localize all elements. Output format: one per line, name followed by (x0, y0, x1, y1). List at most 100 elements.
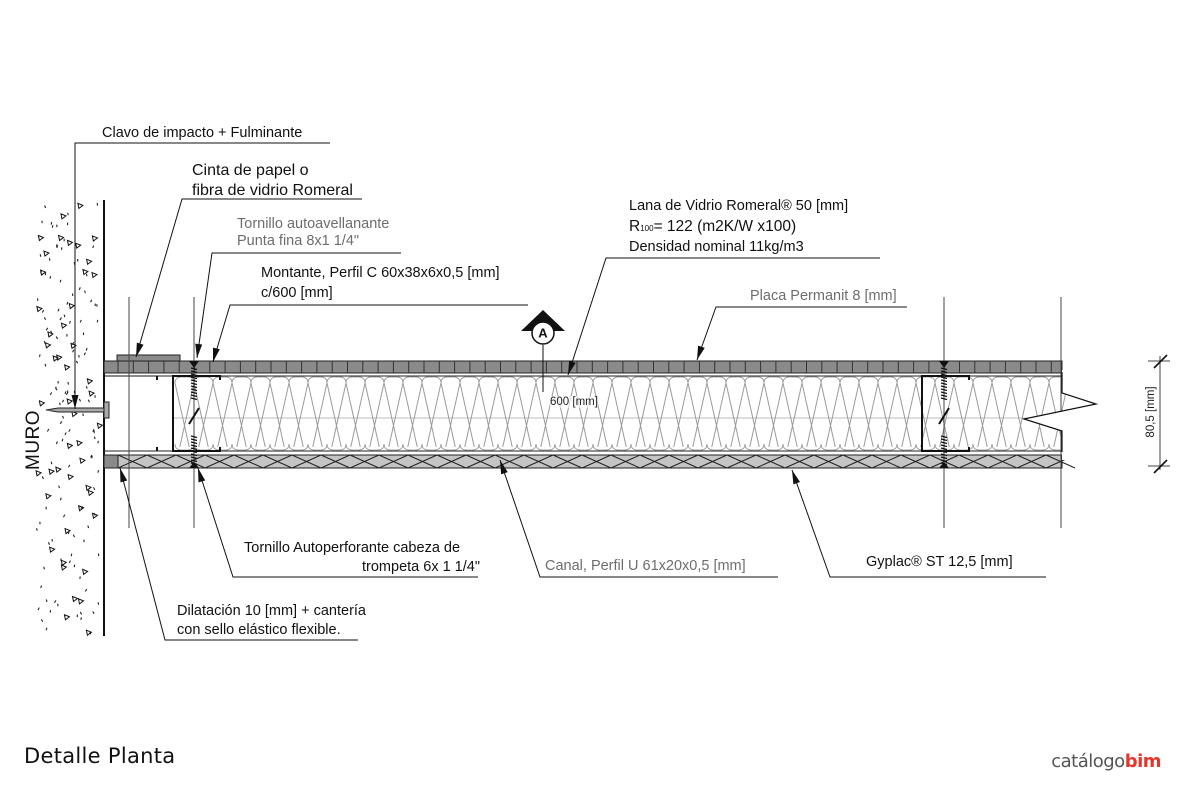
concrete-dot (72, 349, 75, 353)
label-glass-wool-line2: R100= 122 (m2K/W x100) (629, 217, 796, 238)
brand-part1: catálogo (1051, 751, 1125, 772)
insulation-fiber (782, 376, 803, 448)
aggregate-triangle (91, 271, 98, 279)
hatch-line (465, 454, 496, 469)
screw-thread (190, 379, 198, 383)
concrete-dot (46, 428, 50, 432)
hatch-line (668, 454, 699, 469)
insulation-fiber (269, 376, 290, 448)
insulation-fiber (668, 443, 689, 451)
brand-part2: bim (1124, 751, 1162, 772)
concrete-dot (68, 464, 71, 468)
aggregate-triangle (77, 598, 85, 605)
concrete-dot (72, 534, 75, 538)
concrete-dot (78, 287, 81, 291)
insulation-fiber (877, 443, 898, 451)
aggregate-triangle (60, 322, 68, 330)
concrete-dot (68, 560, 71, 564)
insulation-fiber (1029, 376, 1050, 448)
insulation-fiber (592, 376, 613, 448)
insulation-fiber (991, 443, 1012, 451)
concrete-dot (79, 611, 83, 615)
concrete-dot (64, 391, 67, 395)
screw-thread (940, 435, 948, 439)
aggregate-triangle (76, 439, 83, 447)
concrete-dot (84, 588, 88, 592)
hatch-line (407, 454, 438, 469)
aggregate-triangle (87, 489, 95, 497)
concrete-dot (45, 627, 48, 631)
label-tape-line2: fibra de vidrio Romeral (192, 182, 353, 199)
screw-head (939, 462, 949, 468)
arrowhead (792, 470, 801, 485)
hatch-line (610, 454, 641, 469)
concrete-dot (43, 341, 46, 344)
screw-thread (190, 388, 198, 392)
hatch-line (1016, 454, 1047, 469)
concrete-dot (67, 531, 70, 535)
concrete-dot (80, 505, 83, 510)
insulation-fiber (687, 443, 708, 451)
screw-thread (190, 447, 198, 451)
concrete-dot (45, 599, 48, 603)
screw-thread (190, 394, 198, 398)
concrete-dot (41, 309, 45, 313)
concrete-dot (56, 245, 59, 249)
insulation-fiber (915, 376, 936, 448)
screw-thread (190, 397, 198, 401)
concrete-dot (36, 528, 38, 531)
aggregate-triangle (81, 568, 89, 576)
insulation-fiber (421, 376, 442, 448)
insulation-fiber (516, 376, 537, 448)
aggregate-triangle (68, 302, 76, 310)
insulation-fiber (497, 443, 518, 451)
hatch-line (262, 454, 293, 469)
concrete-dot (68, 428, 71, 432)
insulation-fiber (307, 443, 328, 451)
hatch-line (842, 454, 873, 469)
insulation-fiber (250, 376, 271, 448)
insulation-fiber (250, 443, 271, 451)
concrete-dot (79, 319, 82, 323)
screw-thread (940, 391, 948, 395)
concrete-dot (84, 290, 86, 294)
concrete-dot (51, 224, 54, 228)
aggregate-triangle (77, 504, 85, 512)
aggregate-triangle (85, 629, 93, 637)
insulation-fiber (478, 443, 499, 451)
screw-thread (190, 370, 198, 374)
aggregate-triangle (57, 234, 65, 242)
gyplac-board-hatch (117, 454, 1076, 469)
label-u-channel: Canal, Perfil U 61x20x0,5 [mm] (545, 558, 746, 574)
screw-thread (190, 459, 198, 463)
label-dilatation-line1: Dilatación 10 [mm] + cantería (177, 603, 366, 619)
screw-thread (190, 385, 198, 389)
label-glass-wool-line3: Densidad nominal 11kg/m3 (629, 239, 804, 255)
paper-tape (116, 354, 181, 362)
insulation-fiber (554, 443, 575, 451)
concrete-dot (91, 455, 93, 459)
insulation-fiber (763, 443, 784, 451)
insulation-fiber (516, 443, 537, 451)
insulation-fiber (972, 443, 993, 451)
screw-thread (190, 456, 198, 460)
insulation-fiber (953, 376, 974, 448)
arrowhead (71, 395, 79, 409)
concrete-dot (43, 317, 47, 321)
insulation-fiber (668, 376, 689, 448)
label-self-drilling-screw-line1: Tornillo Autoperforante cabeza de (244, 540, 461, 556)
insulation-fiber (364, 443, 385, 451)
screw-break-mark (188, 407, 200, 425)
concrete-dot (67, 381, 70, 385)
c-stud-right (921, 375, 970, 452)
concrete-dot (93, 487, 96, 491)
hatch-line (639, 454, 670, 469)
aggregate-triangle (86, 378, 94, 385)
concrete-dot (43, 566, 46, 570)
insulation-fiber (801, 376, 822, 448)
insulation-fiber (896, 443, 917, 451)
hatch-line (552, 454, 583, 469)
hatch-line (291, 454, 322, 469)
aggregate-triangle (82, 268, 89, 276)
concrete-dot (38, 354, 41, 357)
